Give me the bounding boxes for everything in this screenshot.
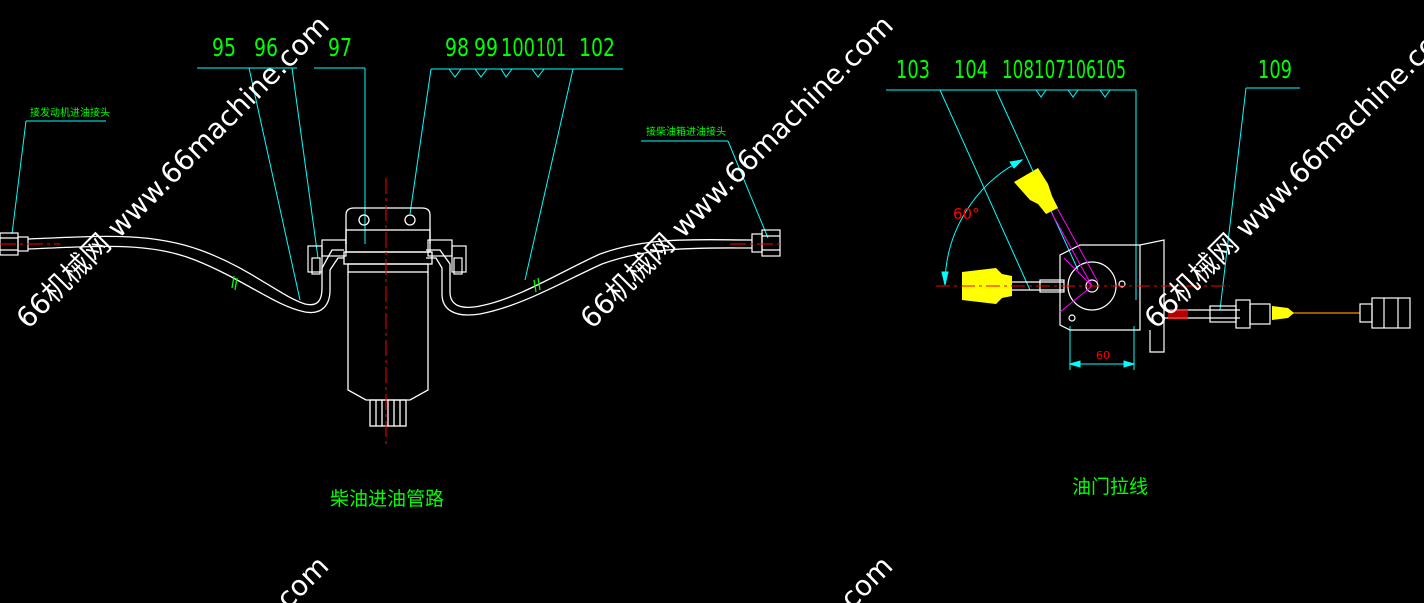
callout-109: 109 bbox=[1258, 55, 1292, 84]
throttle-cable-diagram: 103 104 108 107 106 105 109 bbox=[886, 55, 1411, 498]
fuel-inlet-caption: 柴油进油管路 bbox=[330, 488, 444, 510]
callout-98: 98 bbox=[445, 33, 469, 62]
cable-sleeve-yellow bbox=[1272, 306, 1294, 320]
watermark-2: 66机械网 www.66machine.com bbox=[574, 9, 900, 335]
watermark-partial-2: com bbox=[834, 549, 900, 603]
watermark-1: 66机械网 www.66machine.com bbox=[10, 9, 336, 335]
throttle-cable-caption: 油门拉线 bbox=[1072, 476, 1148, 498]
throttle-cable bbox=[1164, 297, 1411, 329]
fuel-inlet-diagram: 95 96 97 98 99 100 101 102 接发 bbox=[0, 33, 781, 510]
right-callout-numbers: 103 104 108 107 106 105 109 bbox=[896, 55, 1292, 84]
callout-102: 102 bbox=[579, 33, 615, 62]
watermark-partial-1: com bbox=[270, 549, 336, 603]
callout-105: 105 bbox=[1096, 55, 1126, 84]
callout-100: 100 bbox=[501, 33, 535, 62]
callout-95: 95 bbox=[212, 33, 236, 62]
right-leader-lines bbox=[886, 87, 1300, 370]
callout-101: 101 bbox=[536, 33, 566, 62]
callout-104: 104 bbox=[954, 55, 988, 84]
callout-97: 97 bbox=[328, 33, 352, 62]
callout-106: 106 bbox=[1066, 55, 1096, 84]
callout-103: 103 bbox=[896, 55, 930, 84]
callout-96: 96 bbox=[254, 33, 278, 62]
label-engine-inlet: 接发动机进油接头 bbox=[30, 106, 110, 119]
left-end-fitting bbox=[0, 232, 29, 256]
left-fuel-hose bbox=[27, 235, 344, 314]
throttle-handle-angled bbox=[1014, 168, 1058, 214]
right-end-fitting bbox=[751, 229, 781, 257]
left-callout-numbers: 95 96 97 98 99 100 101 102 bbox=[212, 33, 615, 62]
callout-108: 108 bbox=[1002, 55, 1034, 84]
left-centerlines bbox=[0, 178, 780, 446]
label-tank-inlet: 接柴油箱进油接头 bbox=[646, 125, 726, 138]
right-fuel-hose bbox=[426, 238, 753, 316]
dimension-label: 60 bbox=[1096, 349, 1110, 362]
fuel-filter bbox=[343, 207, 433, 427]
throttle-linkage bbox=[1049, 205, 1099, 313]
callout-107: 107 bbox=[1034, 55, 1066, 84]
angle-label: 60° bbox=[953, 205, 980, 223]
banjo-fittings bbox=[307, 239, 467, 275]
callout-99: 99 bbox=[474, 33, 498, 62]
